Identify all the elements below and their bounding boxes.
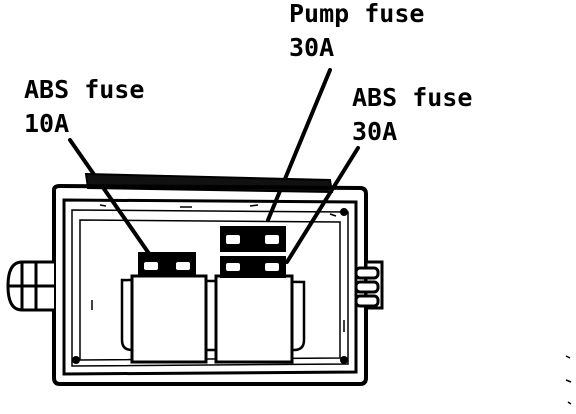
block-left [130,274,208,364]
leader-abs-10a [68,138,152,257]
leader-abs-30a [285,146,360,264]
label-pump-fuse-30a: Pump fuse 30A [289,0,424,62]
inner-wall-3 [79,219,341,361]
label-abs-10a-line2: 10A [24,109,69,138]
inner-wall-2 [71,209,349,367]
label-abs-fuse-10a: ABS fuse 10A [24,75,144,138]
screw-bottom-left [72,356,80,364]
texture-marks [91,204,345,332]
outer-wall [52,183,368,386]
block-right [214,274,294,364]
right-tabs [354,260,384,310]
left-connector [6,260,54,312]
label-pump-line2: 30A [289,33,334,62]
label-pump-line1: Pump fuse [289,0,424,28]
leader-lines [68,68,360,264]
label-abs-fuse-30a: ABS fuse 30A [352,83,472,146]
fuse-pump-30a [220,226,286,252]
screw-bottom-right [340,356,348,364]
leader-pump-30a [266,68,332,222]
fuse-abs-10a [138,252,196,276]
label-abs-30a-line2: 30A [352,117,397,146]
fuse-blocks [120,274,306,364]
scan-specks [565,355,572,405]
inner-wall-1 [62,198,358,376]
fuse-abs-30a [220,256,286,278]
fuse-box-housing [52,172,368,386]
label-abs-30a-line1: ABS fuse [352,83,472,112]
screw-top-right [340,208,348,216]
bottom-channel [120,278,306,352]
label-abs-10a-line1: ABS fuse [24,75,144,104]
